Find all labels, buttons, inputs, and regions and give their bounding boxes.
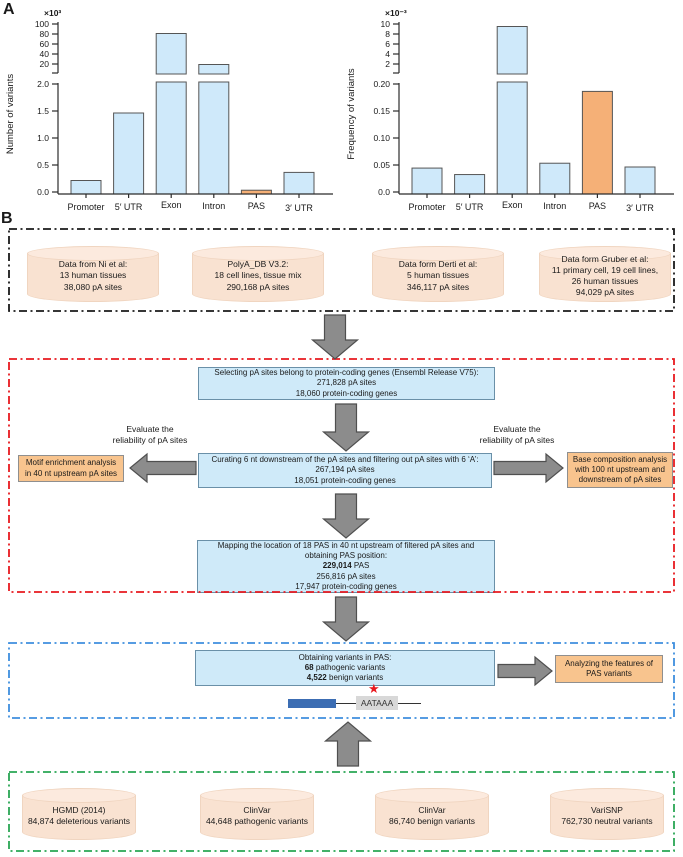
svg-text:0.05: 0.05: [373, 160, 390, 170]
svg-text:Exon: Exon: [161, 200, 182, 210]
source-gruber-text: Data form Gruber et al:11 primary cell, …: [551, 253, 659, 298]
svg-text:PAS: PAS: [248, 201, 265, 211]
svg-text:4: 4: [385, 49, 390, 59]
cylinder-gruber: Data form Gruber et al:11 primary cell, …: [539, 246, 671, 302]
svg-text:8: 8: [385, 29, 390, 39]
svg-text:0.15: 0.15: [373, 106, 390, 116]
step-obtaining-text: Obtaining variants in PAS:68 pathogenic …: [298, 652, 392, 683]
svg-text:3′ UTR: 3′ UTR: [285, 203, 313, 213]
svg-text:3′ UTR: 3′ UTR: [626, 203, 654, 213]
svg-text:×10⁻³: ×10⁻³: [385, 8, 407, 18]
svg-text:10: 10: [381, 19, 391, 29]
step-selecting-pa-sites-box: Selecting pA sites belong to protein-cod…: [198, 367, 495, 400]
gene-line-left: [336, 703, 358, 704]
gene-line-right: [398, 703, 421, 704]
svg-text:1.5: 1.5: [37, 106, 49, 116]
step-curating-box: Curating 6 nt downstream of the pA sites…: [198, 453, 492, 488]
svg-text:40: 40: [40, 49, 50, 59]
svg-text:Exon: Exon: [502, 200, 523, 210]
svg-text:Promoter: Promoter: [408, 202, 445, 212]
step-selecting-text: Selecting pA sites belong to protein-cod…: [214, 368, 479, 398]
svg-text:0.0: 0.0: [378, 187, 390, 197]
svg-text:60: 60: [40, 39, 50, 49]
svg-text:0.10: 0.10: [373, 133, 390, 143]
step-obtaining-variants-box: Obtaining variants in PAS:68 pathogenic …: [195, 650, 495, 686]
step-mapping-text: Mapping the location of 18 PAS in 40 nt …: [217, 541, 475, 591]
panel-a-label: A: [3, 1, 15, 18]
svg-text:6: 6: [385, 39, 390, 49]
source-hgmd-text: HGMD (2014)84,874 deleterious variants: [27, 804, 131, 826]
pas-motif-box: AATAAA: [356, 696, 398, 710]
svg-text:Number of variants: Number of variants: [5, 74, 16, 155]
svg-text:Promoter: Promoter: [67, 202, 104, 212]
svg-text:0.0: 0.0: [37, 187, 49, 197]
svg-text:1.0: 1.0: [37, 133, 49, 143]
svg-text:Intron: Intron: [202, 201, 225, 211]
svg-text:PAS: PAS: [589, 201, 606, 211]
variant-star-icon: ★: [368, 681, 380, 696]
step-curating-text: Curating 6 nt downstream of the pA sites…: [211, 455, 479, 485]
svg-text:20: 20: [40, 59, 50, 69]
svg-text:80: 80: [40, 29, 50, 39]
svg-text:0.20: 0.20: [373, 79, 390, 89]
svg-text:2: 2: [385, 59, 390, 69]
cylinder-hgmd: HGMD (2014)84,874 deleterious variants: [22, 788, 136, 840]
svg-text:Intron: Intron: [543, 201, 566, 211]
svg-text:2.0: 2.0: [37, 79, 49, 89]
svg-text:0.5: 0.5: [37, 160, 49, 170]
panel-b-label: B: [1, 210, 13, 227]
step-mapping-pas-box: Mapping the location of 18 PAS in 40 nt …: [197, 540, 495, 593]
svg-text:Frequency of variants: Frequency of variants: [346, 68, 357, 160]
svg-text:×10³: ×10³: [44, 8, 61, 18]
gene-exon-bar: [288, 699, 336, 708]
svg-text:100: 100: [35, 19, 49, 29]
svg-text:5′ UTR: 5′ UTR: [456, 202, 484, 212]
svg-text:5′ UTR: 5′ UTR: [115, 202, 143, 212]
